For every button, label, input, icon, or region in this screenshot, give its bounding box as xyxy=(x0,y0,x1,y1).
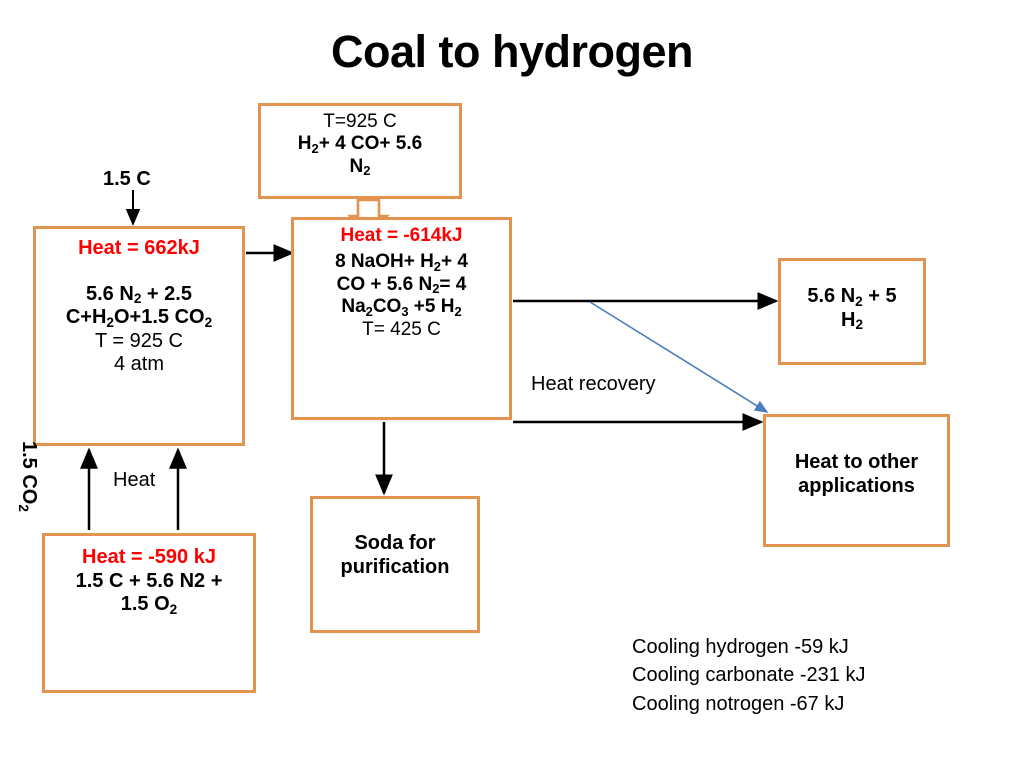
product-formula-line2: H2 xyxy=(840,308,863,333)
syngas-composition-box[interactable]: T=925 C H2+ 4 CO+ 5.6 N2 xyxy=(258,103,462,199)
gasifier-temperature: T = 925 C xyxy=(94,329,184,352)
gasifier-pressure: 4 atm xyxy=(113,353,165,376)
coal-input-label: 1.5 C xyxy=(103,168,151,190)
reactor-heat-value: Heat = -614kJ xyxy=(340,225,463,246)
soda-line1: Soda for xyxy=(354,532,436,554)
cooling-note: Cooling carbonate -231 kJ xyxy=(632,664,866,687)
heat-return-label: Heat xyxy=(113,469,156,491)
reactor-temperature: T= 425 C xyxy=(362,318,441,340)
heat-apps-line1: Heat to other xyxy=(794,451,919,473)
gasifier-box[interactable]: Heat = 662kJ 5.6 N2 + 2.5 C+H2O+1.5 CO2 … xyxy=(33,226,245,446)
heat-apps-line2: applications xyxy=(798,474,915,497)
combustor-formula-line2: 1.5 O2 xyxy=(120,593,178,617)
heat-to-other-applications-box[interactable]: Heat to other applications xyxy=(763,414,950,547)
syngas-formula-line2: N2 xyxy=(349,155,371,179)
soda-box[interactable]: Soda for purification xyxy=(310,496,480,633)
cooling-note: Cooling notrogen -67 kJ xyxy=(632,692,845,715)
product-gas-box[interactable]: 5.6 N2 + 5 H2 xyxy=(778,258,926,365)
cooling-note: Cooling hydrogen -59 kJ xyxy=(632,636,849,658)
page-title: Coal to hydrogen xyxy=(331,26,694,77)
reactor-formula-line1: 8 NaOH+ H2+ 4 xyxy=(335,251,468,275)
co2-return-label: 1.5 CO2 xyxy=(16,441,40,512)
combustor-heat-value: Heat = -590 kJ xyxy=(82,546,216,568)
soda-line2: purification xyxy=(340,555,450,578)
gasifier-heat-value: Heat = 662kJ xyxy=(78,237,200,259)
combustor-box[interactable]: Heat = -590 kJ 1.5 C + 5.6 N2 + 1.5 O2 xyxy=(42,533,256,693)
gasifier-formula-line1: 5.6 N2 + 2.5 xyxy=(86,282,192,307)
syngas-formula-line1: H2+ 4 CO+ 5.6 xyxy=(297,133,423,157)
cooling-notes-list: Cooling hydrogen -59 kJ Cooling carbonat… xyxy=(632,633,865,718)
gasifier-formula-line2: C+H2O+1.5 CO2 xyxy=(65,306,213,330)
syngas-temperature: T=925 C xyxy=(323,111,397,132)
product-formula-line1: 5.6 N2 + 5 xyxy=(807,285,897,309)
heat-recovery-label: Heat recovery xyxy=(531,373,656,395)
reactor-formula-line3: Na2CO3 +5 H2 xyxy=(341,296,462,319)
reactor-formula-line2: CO + 5.6 N2= 4 xyxy=(336,273,467,297)
naoh-reactor-box[interactable]: Heat = -614kJ 8 NaOH+ H2+ 4 CO + 5.6 N2=… xyxy=(291,217,512,420)
combustor-formula-line1: 1.5 C + 5.6 N2 + xyxy=(75,569,223,592)
